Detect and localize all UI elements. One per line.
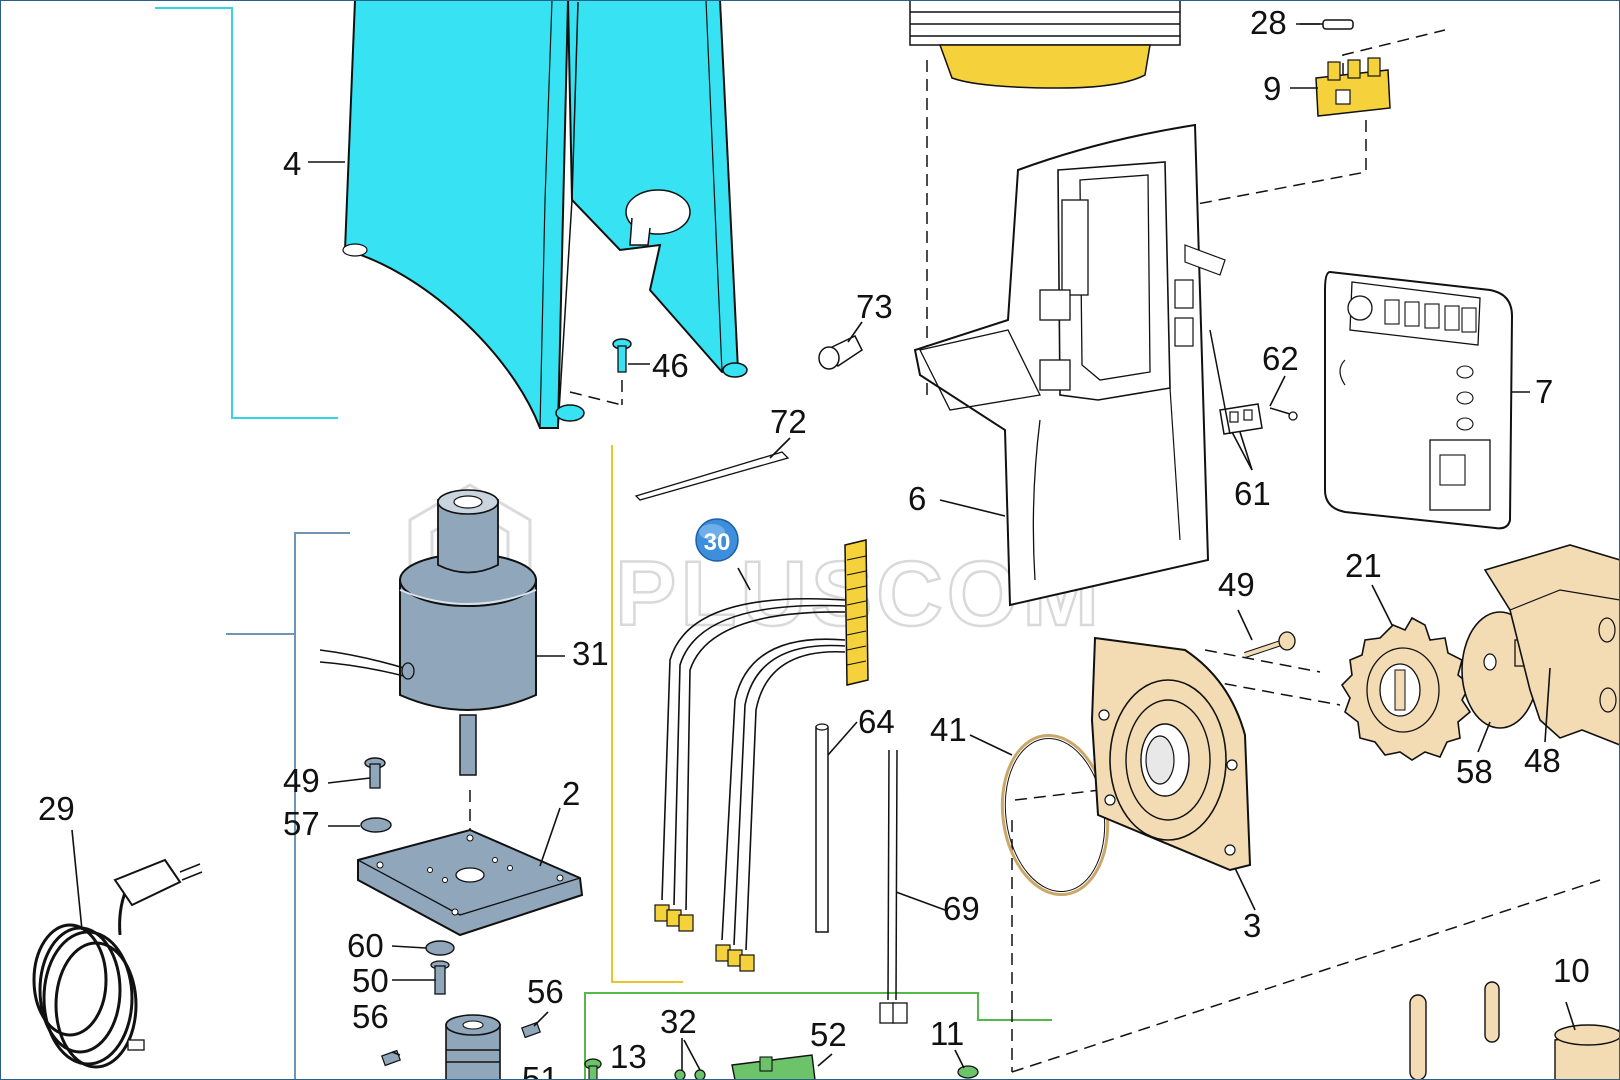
motor-group-bracket (294, 532, 350, 1080)
gear-part-21 (1340, 616, 1472, 761)
power-cable-part-29 (32, 858, 203, 1069)
label-62: 62 (1262, 340, 1299, 377)
washer-part-57 (360, 817, 392, 833)
label-58: 58 (1456, 753, 1493, 790)
cable-part-69 (879, 749, 908, 1024)
mounting-plate-part-2 (357, 828, 584, 937)
rod-part-64 (815, 723, 829, 933)
control-unit-part-7 (1324, 270, 1514, 530)
label-46: 46 (652, 347, 689, 384)
label-69: 69 (943, 890, 980, 927)
limit-switch-part-61 (1209, 329, 1263, 435)
label-28: 28 (1250, 4, 1287, 41)
label-31: 31 (572, 635, 609, 672)
wire-part-72 (634, 451, 790, 501)
bolt-part-50 (430, 960, 450, 995)
housing-part-6 (913, 123, 1226, 607)
part-11 (957, 1065, 979, 1079)
label-3: 3 (1243, 907, 1261, 944)
badge-label: 30 (704, 529, 731, 556)
screw-part-62 (1269, 407, 1298, 421)
board-group-bracket (584, 992, 1052, 1080)
label-32: 32 (660, 1003, 697, 1040)
label-4: 4 (283, 145, 301, 182)
set-screw-part-56-right (521, 1021, 541, 1039)
label-50: 50 (352, 962, 389, 999)
screw-part-46 (612, 338, 632, 373)
label-41: 41 (930, 711, 967, 748)
label-2: 2 (562, 775, 580, 812)
label-49-right: 49 (1218, 566, 1255, 603)
screw-part-49-left (364, 757, 386, 789)
cover-part-4 (342, 0, 748, 429)
label-72: 72 (770, 403, 807, 440)
label-51: 51 (522, 1060, 559, 1080)
label-6: 6 (908, 480, 926, 517)
gear-cover (1483, 544, 1620, 746)
wiring-harness-part-30 (654, 539, 869, 972)
label-29: 29 (38, 790, 75, 827)
callout-badge-30: 30 (695, 518, 739, 562)
label-56-right: 56 (527, 973, 564, 1010)
flange-part-3 (1090, 636, 1252, 872)
label-52: 52 (810, 1016, 847, 1053)
set-screw-part-56-left (381, 1049, 401, 1067)
pulley-coupling (445, 1014, 501, 1080)
part-32 (674, 1069, 706, 1080)
label-11: 11 (930, 1015, 964, 1052)
label-48: 48 (1524, 742, 1561, 779)
bushing-part-10 (1409, 981, 1620, 1080)
transformer-top (909, 0, 1181, 89)
label-61: 61 (1234, 475, 1271, 512)
label-7: 7 (1535, 373, 1553, 410)
part-labels: 28 9 4 73 46 72 62 7 6 61 31 49 21 64 41… (38, 4, 1590, 1080)
label-49-left: 49 (283, 762, 320, 799)
knob-part-73 (818, 335, 863, 370)
cover-group-bracket (155, 7, 338, 419)
part-13 (584, 1058, 602, 1080)
label-13: 13 (610, 1038, 647, 1075)
terminal-block-part-9 (1315, 57, 1391, 117)
label-56-left: 56 (352, 998, 389, 1035)
screw-part-49-right (1244, 631, 1296, 658)
washer-part-60 (425, 940, 455, 956)
board-part-52 (731, 1054, 816, 1080)
label-57: 57 (283, 805, 320, 842)
label-10: 10 (1553, 952, 1590, 989)
label-60: 60 (347, 927, 384, 964)
wiring-group-bracket (611, 445, 683, 983)
label-21: 21 (1345, 547, 1382, 584)
motor-part-31 (319, 489, 537, 776)
label-73: 73 (856, 288, 893, 325)
label-9: 9 (1263, 70, 1281, 107)
label-64: 64 (858, 703, 895, 740)
leader-lines (71, 23, 1576, 1071)
